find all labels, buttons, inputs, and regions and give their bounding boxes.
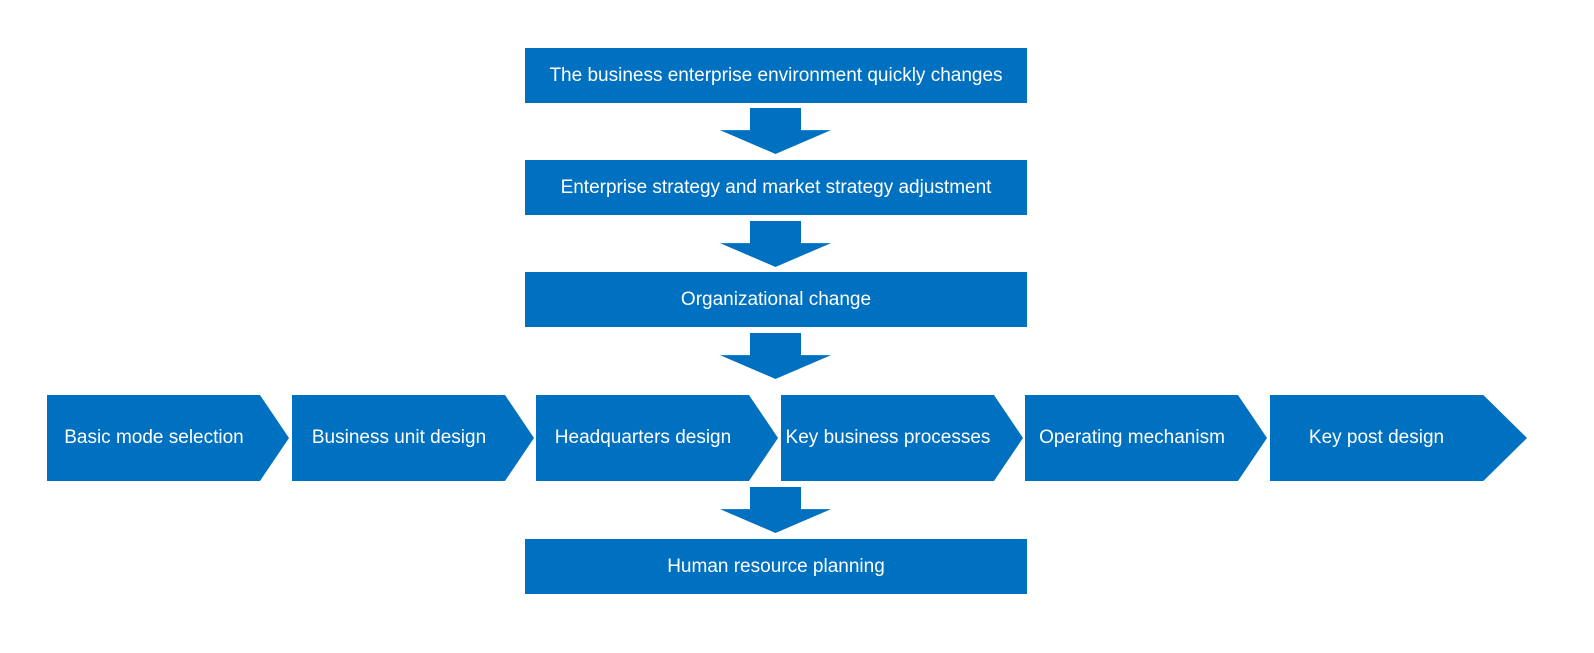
step-organizational-change-label: Organizational change <box>680 288 872 310</box>
chevron-label: Headquarters design <box>554 427 732 448</box>
chevron-operating-mechanism: Operating mechanism <box>1025 395 1267 481</box>
step-human-resource-planning-label: Human resource planning <box>667 555 885 577</box>
chevron-label: Key business processes <box>785 427 991 448</box>
chevron-label: Basic mode selection <box>64 427 244 448</box>
chevron-label: Operating mechanism <box>1039 427 1225 448</box>
chevron-basic-mode-selection: Basic mode selection <box>47 395 289 481</box>
step-strategy-adjustment-label: Enterprise strategy and market strategy … <box>560 176 992 198</box>
step-human-resource-planning-box: Human resource planning <box>525 539 1027 594</box>
step-strategy-adjustment-box: Enterprise strategy and market strategy … <box>525 160 1027 215</box>
down-arrow-icon <box>720 487 831 533</box>
chevron-label: Business unit design <box>311 427 487 448</box>
down-arrow-icon <box>720 333 831 379</box>
step-environment-change-label: The business enterprise environment quic… <box>549 64 1003 86</box>
chevron-key-business-processes: Key business processes <box>781 395 1023 481</box>
chevron-headquarters-design: Headquarters design <box>536 395 778 481</box>
chevron-business-unit-design: Business unit design <box>292 395 534 481</box>
chevron-label: Key post design <box>1308 427 1445 448</box>
chevron-key-post-design: Key post design <box>1270 395 1527 481</box>
down-arrow-icon <box>720 108 831 154</box>
down-arrow-icon <box>720 221 831 267</box>
step-environment-change-box: The business enterprise environment quic… <box>525 48 1027 103</box>
step-organizational-change-box: Organizational change <box>525 272 1027 327</box>
